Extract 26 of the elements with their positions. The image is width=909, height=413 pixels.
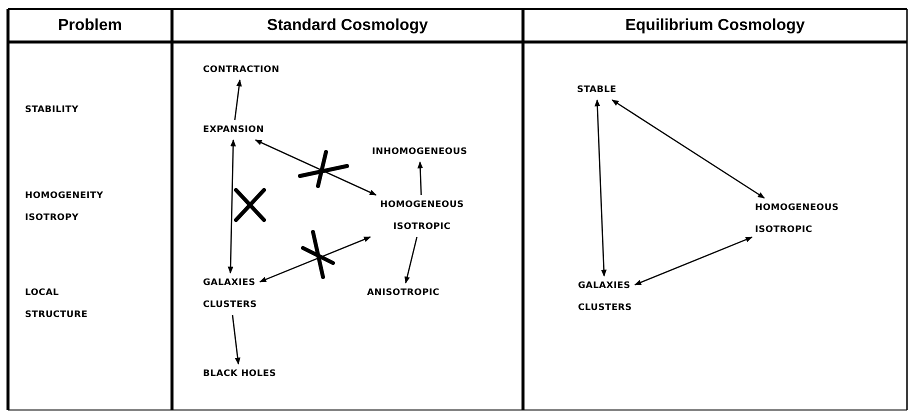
term-label: EXPANSION	[203, 119, 264, 141]
term-label: ANISOTROPIC	[367, 282, 440, 304]
term-label: INHOMOGENEOUS	[372, 141, 468, 163]
column-header: Equilibrium Cosmology	[624, 16, 806, 36]
row-label: LOCAL STRUCTURE	[25, 287, 89, 322]
arrow	[634, 236, 753, 286]
arrow	[232, 314, 240, 365]
arrow	[228, 139, 236, 274]
term-label: GALAXIES CLUSTERS	[203, 272, 278, 316]
term-label: STABLE	[577, 79, 616, 101]
term-label: CONTRACTION	[203, 59, 280, 81]
row-label: STABILITY	[25, 104, 80, 117]
arrow	[254, 139, 377, 196]
term-label: GALAXIES CLUSTERS	[578, 275, 653, 319]
column-header: Standard Cosmology	[266, 16, 429, 36]
column-header: Problem	[56, 16, 123, 36]
arrow	[612, 99, 765, 199]
term-label: HOMOGENEOUS ISOTROPIC	[755, 197, 855, 241]
arrow	[404, 236, 418, 284]
arrow	[594, 99, 607, 277]
arrow	[259, 236, 371, 282]
arrow	[234, 79, 242, 120]
row-label: HOMOGENEITY ISOTROPY	[25, 190, 104, 225]
term-label: BLACK HOLES	[203, 363, 276, 385]
term-label: HOMOGENEOUS ISOTROPIC	[372, 194, 472, 238]
arrow	[417, 161, 424, 196]
